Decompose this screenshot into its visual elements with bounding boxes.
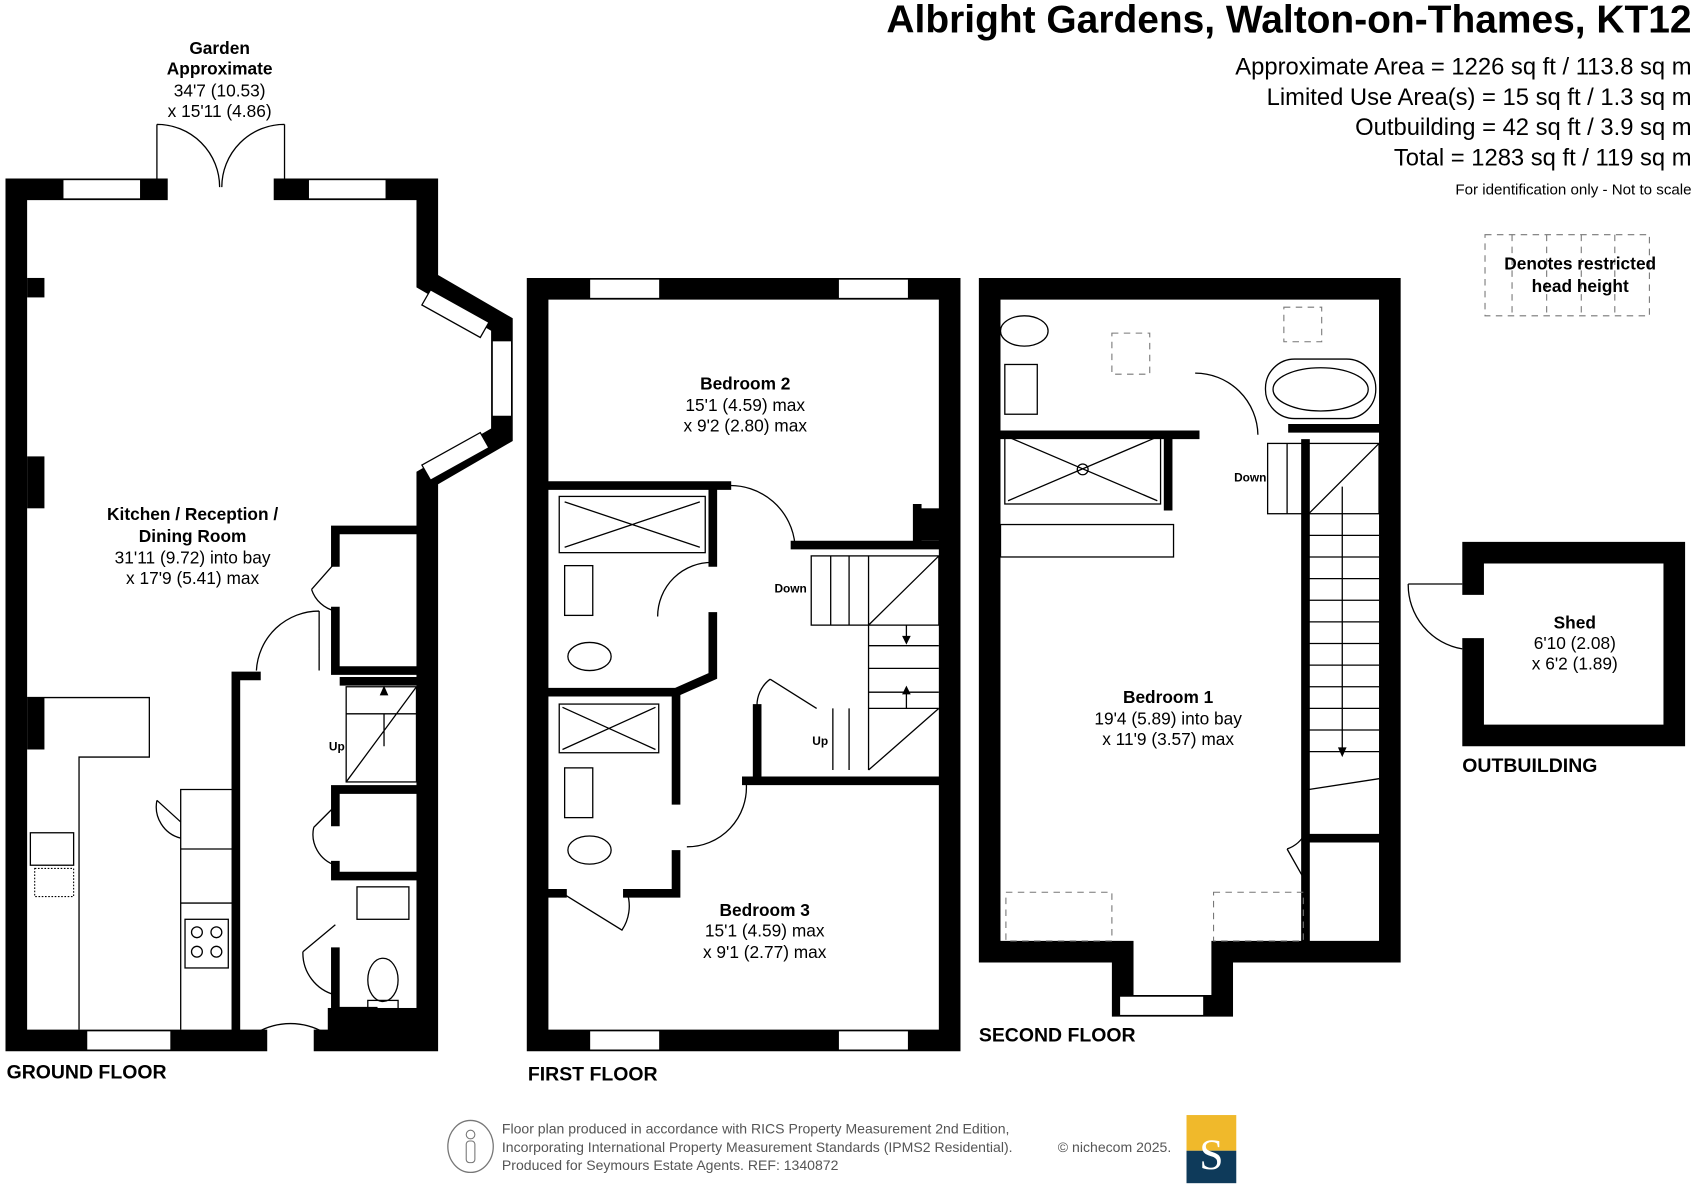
bedroom3-name: Bedroom 3 [720, 900, 810, 920]
bedroom1-name: Bedroom 1 [1123, 687, 1214, 707]
stairs-down-label-2: Down [1234, 470, 1266, 484]
area-total: Total = 1283 sq ft / 119 sq m [1394, 144, 1692, 171]
drainer [34, 867, 75, 898]
svg-text:head height: head height [1532, 276, 1629, 296]
ground-floor: Up Kitchen / Reception / Dining Room 31'… [5, 123, 513, 1083]
bedroom3-dim-1: 15'1 (4.59) max [705, 921, 825, 941]
kitchen-name: Kitchen / Reception / [107, 504, 278, 524]
restricted-height-legend: Denotes restricted head height [1484, 234, 1656, 317]
kitchen-dim-1: 31'11 (9.72) into bay [115, 547, 271, 567]
kitchen-dim-2: x 17'9 (5.41) max [126, 568, 259, 588]
footer-line-3: Produced for Seymours Estate Agents. REF… [502, 1157, 839, 1173]
shed-dim-2: x 6'2 (1.89) [1532, 653, 1618, 673]
area-outbuilding: Outbuilding = 42 sq ft / 3.9 sq m [1355, 114, 1691, 141]
first-floor: Down Up Bedroom 2 15'1 (4.59) max x 9'2 … [526, 277, 961, 1085]
area-limited: Limited Use Area(s) = 15 sq ft / 1.3 sq … [1267, 84, 1692, 111]
stairs-up-label: Up [329, 740, 345, 754]
garden-label-2: Approximate [167, 59, 273, 79]
outbuilding-label: OUTBUILDING [1462, 755, 1597, 777]
footer-line-1: Floor plan produced in accordance with R… [502, 1120, 1010, 1136]
person-icon [447, 1119, 494, 1174]
ground-floor-label: GROUND FLOOR [7, 1061, 167, 1083]
footer-line-2: Incorporating International Property Mea… [502, 1139, 1013, 1155]
bedroom2-dim-2: x 9'2 (2.80) max [684, 416, 808, 436]
disclaimer: For identification only - Not to scale [1455, 182, 1691, 199]
garden-dim-1: 34'7 (10.53) [174, 80, 266, 100]
footer: Floor plan produced in accordance with R… [447, 1115, 1237, 1184]
bedroom2-name: Bedroom 2 [700, 373, 790, 393]
second-floor-label: SECOND FLOOR [979, 1025, 1136, 1047]
area-approx: Approximate Area = 1226 sq ft / 113.8 sq… [1235, 54, 1691, 81]
shed-name: Shed [1554, 612, 1596, 632]
garden-label: Garden [189, 38, 250, 58]
garden-dim-2: x 15'11 (4.86) [168, 101, 272, 121]
hob-icon [184, 918, 229, 969]
outbuilding: Shed 6'10 (2.08) x 6'2 (1.89) OUTBUILDIN… [1407, 541, 1686, 777]
footer-copyright: © nichecom 2025. [1058, 1139, 1171, 1155]
first-floor-label: FIRST FLOOR [528, 1063, 658, 1085]
stairs-down-label: Down [774, 582, 806, 596]
title: Albright Gardens, Walton-on-Thames, KT12 [886, 0, 1691, 41]
shed-dim-1: 6'10 (2.08) [1534, 633, 1616, 653]
bedroom2-dim-1: 15'1 (4.59) max [685, 395, 805, 415]
kitchen-name-2: Dining Room [139, 526, 247, 546]
stairs-up-label-2: Up [812, 734, 828, 748]
svg-text:S: S [1199, 1131, 1223, 1179]
second-floor: Down Bedroom 1 19'4 (5.89) into bay x 11… [978, 277, 1401, 1047]
bedroom1-dim-2: x 11'9 (3.57) max [1102, 729, 1234, 749]
svg-text:Denotes restricted: Denotes restricted [1504, 253, 1656, 273]
seymours-logo: S [1186, 1115, 1237, 1184]
bedroom3-dim-2: x 9'1 (2.77) max [703, 942, 827, 962]
bedroom1-dim-1: 19'4 (5.89) into bay [1094, 709, 1242, 729]
